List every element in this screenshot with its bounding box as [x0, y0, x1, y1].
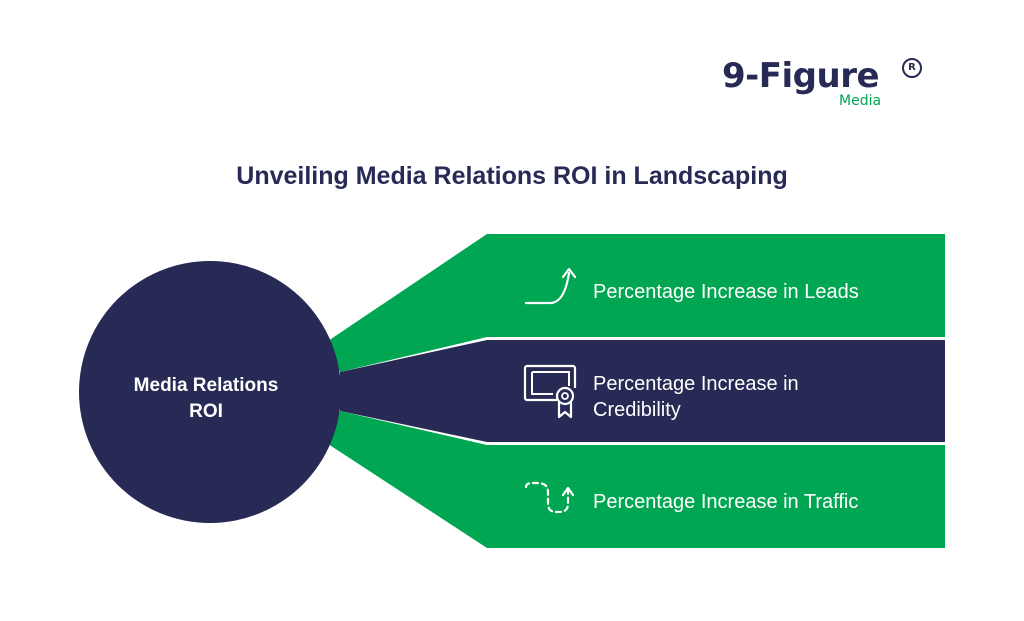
brand-logo-wordmark: 9-Figure [722, 56, 880, 96]
row-label-credibility: Percentage Increase in Credibility [593, 371, 799, 423]
growth-arrow-icon [524, 267, 577, 305]
hub-label-line1: Media Relations [133, 375, 279, 396]
row-label-credibility-line2: Credibility [593, 399, 681, 421]
row-label-leads: Percentage Increase in Leads [593, 279, 859, 305]
row-label-leads-text: Percentage Increase in Leads [593, 281, 859, 303]
hub-label: Media Relations ROI [96, 373, 316, 425]
row-label-traffic-text: Percentage Increase in Traffic [593, 491, 859, 513]
brand-logo-subtext: Media [839, 93, 882, 109]
connector-traffic [325, 411, 945, 548]
row-label-traffic: Percentage Increase in Traffic [593, 489, 858, 515]
connector-credibility [340, 340, 945, 442]
dashed-path-arrow-icon [524, 481, 575, 514]
hub-label-line2: ROI [189, 401, 223, 422]
registered-mark-icon: R [902, 58, 922, 78]
page-title: Unveiling Media Relations ROI in Landsca… [236, 162, 788, 190]
certificate-icon [523, 364, 577, 419]
hub-circle [79, 261, 341, 523]
row-label-credibility-line1: Percentage Increase in [593, 373, 799, 395]
connector-leads [325, 234, 945, 372]
